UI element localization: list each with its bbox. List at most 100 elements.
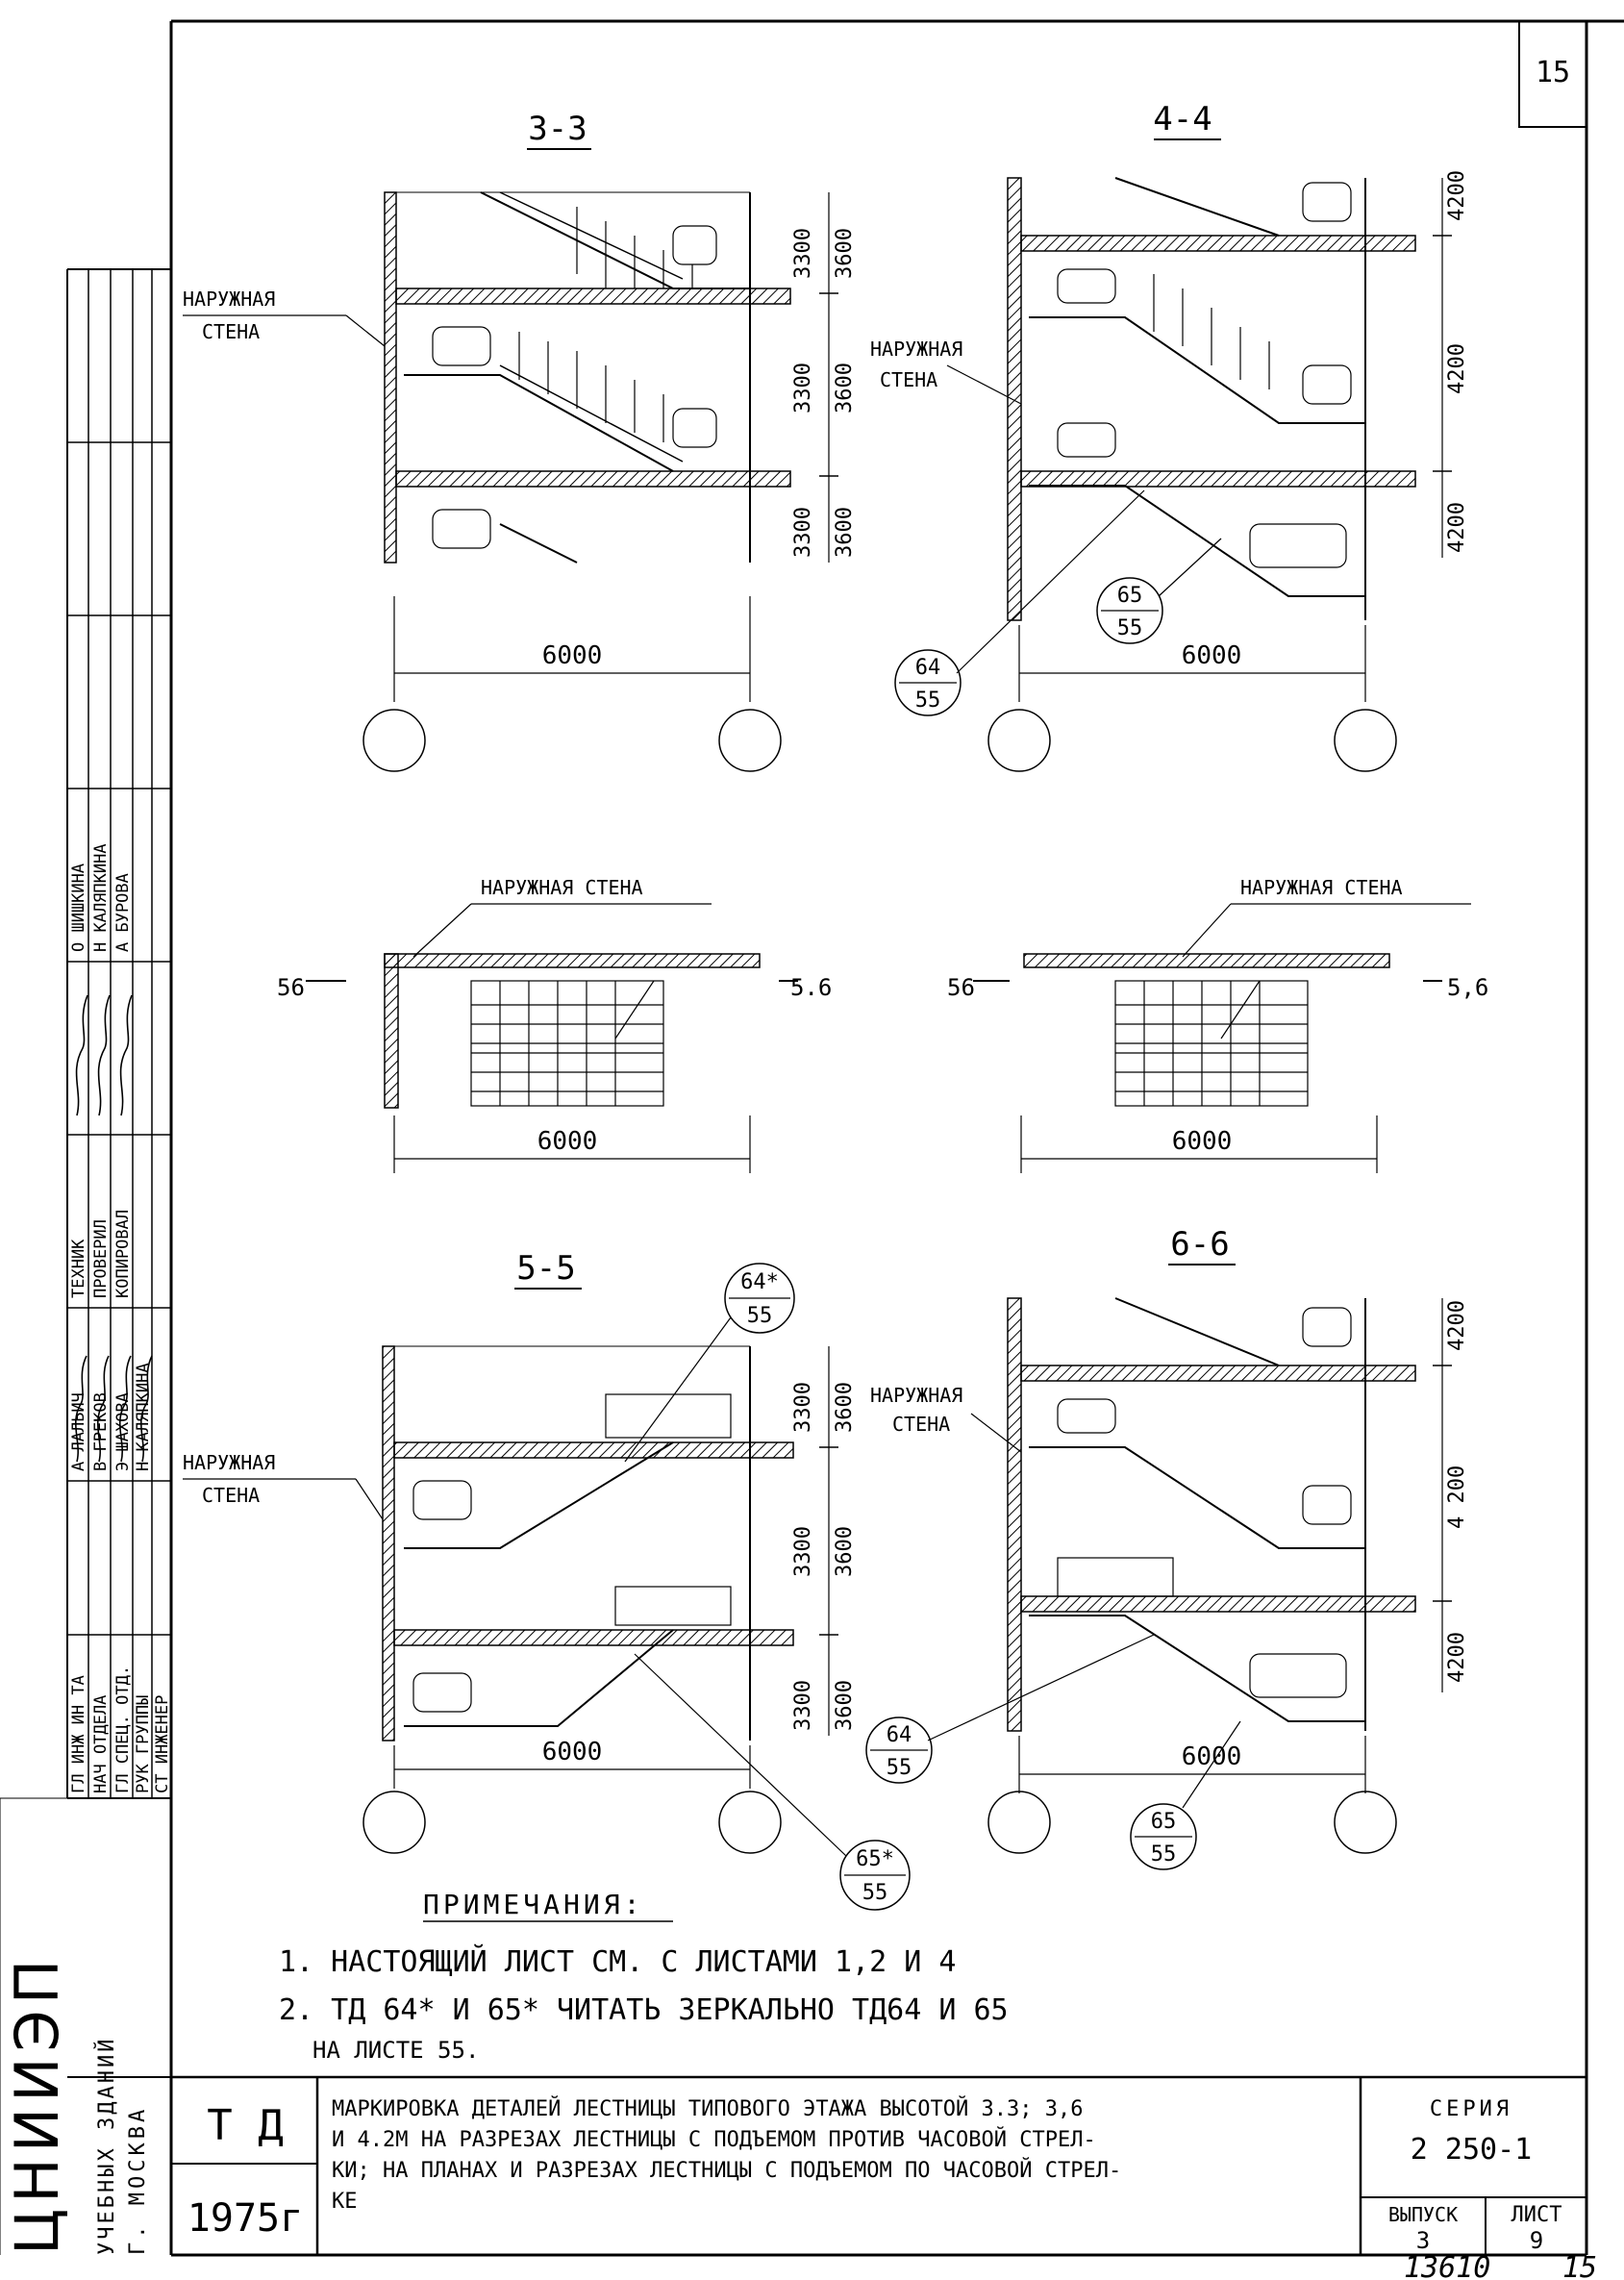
- plan-left-cut-left: 56: [277, 974, 305, 1001]
- s55-callout-a-top: 64*: [740, 1270, 779, 1294]
- name-1: А ЛАЛЬИЧ: [69, 1392, 88, 1471]
- s55-dim-3600-1: 3600: [833, 1382, 857, 1433]
- s44-width: 6000: [1182, 641, 1242, 670]
- page-number: 15: [1536, 56, 1570, 89]
- section-3-3: 3-3 3300 3600 3300 3600 3300: [183, 110, 857, 772]
- s66-width: 6000: [1182, 1742, 1242, 1771]
- inventory-page: 15: [1562, 2251, 1597, 2280]
- org-block: ЦНИИЭП УЧЕБНЫХ ЗДАНИЙ Г. МОСКВА: [2, 1954, 150, 2255]
- signatures: [74, 994, 153, 1463]
- s33-dim-3300-2: 3300: [791, 363, 815, 413]
- s66-dim-mid: 4 200: [1445, 1466, 1469, 1529]
- description-line-3: КИ; НА ПЛАНАХ И РАЗРЕЗАХ ЛЕСТНИЦЫ С ПОДЪ…: [332, 2158, 1121, 2183]
- plan-right-wall-label: НАРУЖНАЯ СТЕНА: [1240, 876, 1403, 899]
- s55-wall-label-line2: СТЕНА: [202, 1484, 260, 1507]
- plan-right-cut-left: 56: [947, 974, 975, 1001]
- plan-left-width: 6000: [537, 1127, 598, 1156]
- role-dept-head: НАЧ ОТДЕЛА: [91, 1695, 111, 1793]
- section-6-6: 6-6 4200 4 200 4200 6000 НАРУЖНАЯ СТЕНА: [865, 1225, 1469, 1870]
- description-line-1: МАРКИРОВКА ДЕТАЛЕЙ ЛЕСТНИЦЫ ТИПОВОГО ЭТА…: [332, 2096, 1083, 2121]
- section-3-3-title: 3-3: [528, 110, 587, 148]
- s33-dim-3300-1: 3300: [791, 228, 815, 279]
- s66-wall-label-line1: НАРУЖНАЯ: [870, 1384, 962, 1407]
- side-stamp: [0, 268, 171, 2255]
- sheet-value: 9: [1530, 2227, 1543, 2254]
- role2-technician: ТЕХНИК: [69, 1239, 88, 1298]
- s33-dim-3600-1: 3600: [833, 228, 857, 279]
- s55-dim-3600-3: 3600: [833, 1680, 857, 1731]
- doc-year: 1975г: [187, 2196, 303, 2241]
- s55-callout-b-top: 65*: [856, 1847, 894, 1871]
- s33-width: 6000: [542, 641, 603, 670]
- doc-type: Т Д: [207, 2101, 283, 2150]
- s33-dim-3600-3: 3600: [833, 507, 857, 558]
- s55-dim-3300-1: 3300: [791, 1382, 815, 1433]
- s55-wall-label-line1: НАРУЖНАЯ: [183, 1451, 275, 1474]
- note-2-cont: НА ЛИСТЕ 55.: [312, 2037, 479, 2064]
- s44-dim-top: 4200: [1445, 170, 1469, 221]
- s44-callout-b-top: 64: [915, 656, 941, 680]
- plan-right-cut-right: 5,6: [1447, 974, 1488, 1001]
- org-subtitle-1: УЧЕБНЫХ ЗДАНИЙ: [94, 2037, 119, 2255]
- role2-checked: ПРОВЕРИЛ: [91, 1219, 111, 1298]
- s44-callout-a-top: 65: [1117, 584, 1143, 608]
- org-name: ЦНИИЭП: [2, 1954, 72, 2255]
- s55-dim-3300-2: 3300: [791, 1526, 815, 1577]
- series-label: СЕРИЯ: [1430, 2097, 1512, 2121]
- section-4-4: 4-4 4200 4200 4200 6000 НАРУЖНАЯ: [870, 100, 1469, 772]
- section-6-6-title: 6-6: [1170, 1225, 1229, 1264]
- name-2: В ГРЕКОВ: [91, 1392, 111, 1471]
- s33-wall-label-line2: СТЕНА: [202, 320, 260, 343]
- notes-heading: ПРИМЕЧАНИЯ:: [423, 1889, 643, 1920]
- name-3: Э ШАХОВА: [113, 1392, 133, 1471]
- s66-wall-label-line2: СТЕНА: [892, 1413, 950, 1436]
- s55-dim-3600-2: 3600: [833, 1526, 857, 1577]
- inventory-number: 13610: [1404, 2251, 1490, 2280]
- s55-callout-b-bot: 55: [862, 1881, 888, 1905]
- s66-dim-top: 4200: [1445, 1300, 1469, 1351]
- name2-1: О ШИШКИНА: [69, 864, 88, 952]
- plan-right-width: 6000: [1172, 1127, 1233, 1156]
- s44-wall-label-line1: НАРУЖНАЯ: [870, 338, 962, 361]
- s66-callout-b-bot: 55: [1151, 1842, 1177, 1867]
- s44-wall-label-line2: СТЕНА: [880, 368, 937, 391]
- name2-2: Н КАЛЯПКИНА: [91, 843, 111, 952]
- s55-dim-3300-3: 3300: [791, 1680, 815, 1731]
- issue-value: 3: [1416, 2227, 1430, 2254]
- s44-callout-b-bot: 55: [915, 689, 941, 713]
- org-subtitle-2: Г. МОСКВА: [126, 2106, 150, 2255]
- sheet-label: ЛИСТ: [1512, 2203, 1562, 2227]
- s33-wall-label-line1: НАРУЖНАЯ: [183, 288, 275, 311]
- description-line-2: И 4.2М НА РАЗРЕЗАХ ЛЕСТНИЦЫ С ПОДЪЕМОМ П…: [332, 2127, 1096, 2152]
- side-stamp-roles: ГЛ ИНЖ ИН ТА НАЧ ОТДЕЛА ГЛ СПЕЦ. ОТД. РУ…: [69, 843, 172, 1793]
- issue-label: ВЫПУСК: [1388, 2203, 1458, 2226]
- role2-copied: КОПИРОВАЛ: [113, 1210, 133, 1298]
- s44-dim-bot: 4200: [1445, 502, 1469, 553]
- role-group-lead: РУК ГРУППЫ: [134, 1695, 153, 1793]
- section-5-5-title: 5-5: [516, 1249, 575, 1288]
- note-2: 2. ТД 64* И 65* ЧИТАТЬ ЗЕРКАЛЬНО ТД64 И …: [279, 1993, 1009, 2027]
- s66-callout-a-bot: 55: [887, 1756, 912, 1780]
- role-chief-engineer: ГЛ ИНЖ ИН ТА: [69, 1675, 88, 1793]
- s55-width: 6000: [542, 1738, 603, 1766]
- notes-block: ПРИМЕЧАНИЯ: 1. НАСТОЯЩИЙ ЛИСТ СМ. С ЛИСТ…: [279, 1889, 1009, 2064]
- role-senior-engineer: СТ ИНЖЕНЕР: [153, 1695, 172, 1793]
- note-1: 1. НАСТОЯЩИЙ ЛИСТ СМ. С ЛИСТАМИ 1,2 И 4: [279, 1944, 956, 1979]
- plan-left-wall-label: НАРУЖНАЯ СТЕНА: [481, 876, 643, 899]
- sheet-frame: [169, 19, 1624, 2257]
- series-value: 2 250-1: [1411, 2133, 1532, 2167]
- plan-right: НАРУЖНАЯ СТЕНА 56 5,6 6000: [947, 876, 1488, 1173]
- s33-dim-3300-3: 3300: [791, 507, 815, 558]
- s66-dim-bot: 4200: [1445, 1632, 1469, 1683]
- section-4-4-title: 4-4: [1153, 100, 1212, 138]
- s66-callout-a-top: 64: [887, 1723, 912, 1747]
- s66-callout-b-top: 65: [1151, 1810, 1177, 1834]
- s44-callout-a-bot: 55: [1117, 616, 1143, 640]
- section-5-5: 5-5 3300 3600 3300 3600 3300 3600 6000 Н…: [183, 1249, 911, 1911]
- plan-left-cut-right: 5.6: [790, 974, 832, 1001]
- role-chief-specialist: ГЛ СПЕЦ. ОТД.: [113, 1666, 133, 1793]
- s44-dim-mid: 4200: [1445, 343, 1469, 394]
- name2-3: А БУРОВА: [113, 873, 133, 952]
- title-block: [171, 2075, 1587, 2255]
